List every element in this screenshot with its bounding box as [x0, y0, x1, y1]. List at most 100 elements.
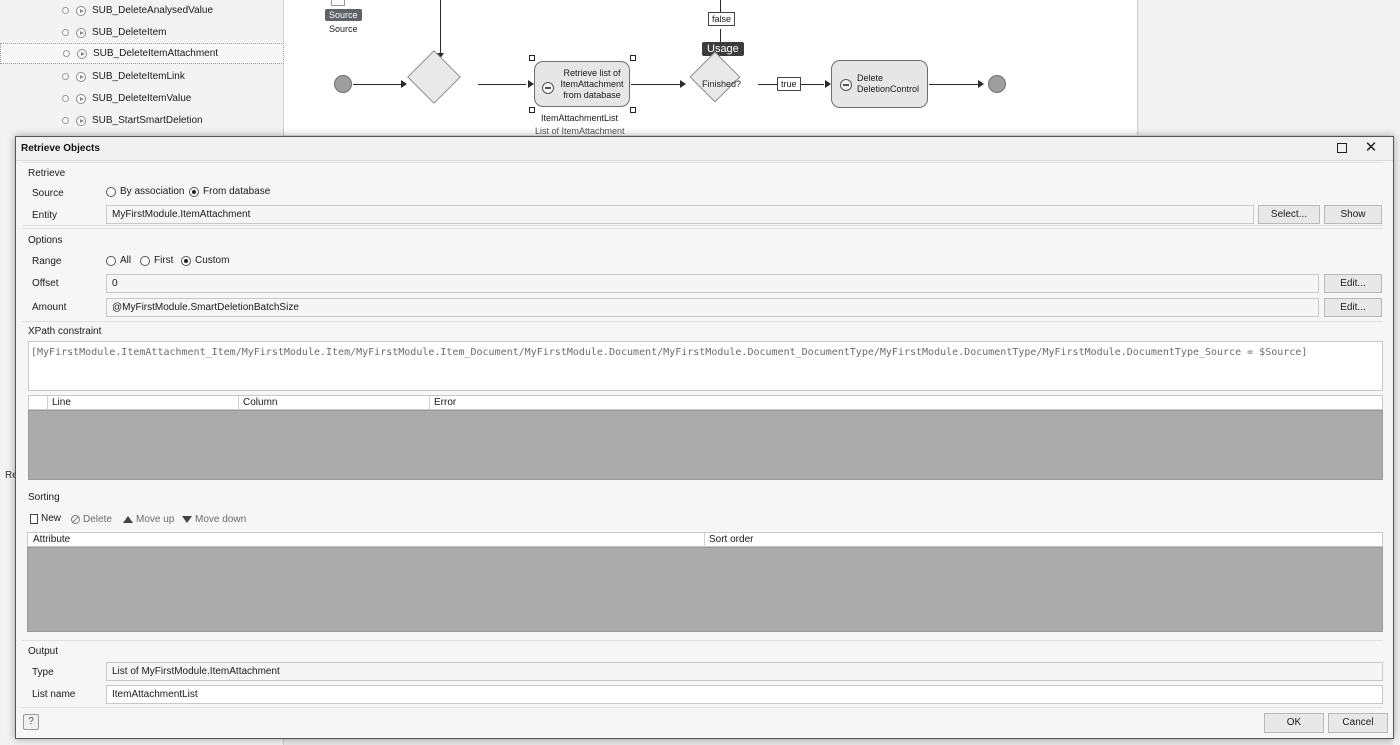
merge-gateway[interactable] — [407, 50, 461, 104]
from-database-label: From database — [203, 186, 271, 197]
tree-item-label: SUB_DeleteItemLink — [92, 71, 185, 82]
radio-icon — [106, 255, 116, 266]
properties-panel-edge — [1393, 135, 1400, 745]
options-group-title: Options — [28, 235, 63, 246]
new-document-icon — [30, 513, 38, 524]
edit-amount-button[interactable]: Edit... — [1324, 298, 1382, 317]
arrow-icon — [978, 80, 984, 88]
edit-offset-button[interactable]: Edit... — [1324, 274, 1382, 293]
xpath-constraint-editor[interactable]: [MyFirstModule.ItemAttachment_Item/MyFir… — [28, 341, 1383, 391]
amount-label: Amount — [32, 302, 67, 313]
triangle-down-icon — [182, 516, 192, 523]
retrieve-group: Retrieve Source By association From data… — [22, 162, 1383, 226]
tree-item-sub-deleteanalysedvalue[interactable]: SUB_DeleteAnalysedValue — [0, 0, 284, 21]
delete-activity[interactable]: Delete DeletionControl — [831, 60, 928, 108]
column-header-attribute[interactable]: Attribute — [33, 534, 71, 545]
radio-icon — [106, 186, 116, 197]
microflow-icon — [76, 27, 86, 38]
range-first-radio[interactable]: First — [140, 255, 173, 266]
flow-line — [478, 84, 526, 85]
range-all-radio[interactable]: All — [106, 255, 131, 266]
retrieve-group-title: Retrieve — [28, 168, 66, 179]
tree-bullet-icon — [62, 95, 69, 102]
true-label[interactable]: true — [777, 77, 801, 91]
flow-line — [720, 29, 721, 43]
triangle-up-icon — [123, 516, 133, 523]
column-header-line[interactable]: Line — [52, 397, 71, 408]
parameter-icon — [331, 0, 345, 6]
tree-bullet-icon — [63, 50, 70, 57]
tree-item-sub-deleteitem[interactable]: SUB_DeleteItem — [0, 22, 284, 43]
output-type-field: List of MyFirstModule.ItemAttachment — [106, 662, 1383, 681]
move-down-button[interactable]: Move down — [182, 514, 246, 525]
xpath-errors-list — [28, 410, 1383, 480]
select-entity-button[interactable]: Select... — [1258, 205, 1320, 224]
flow-line — [929, 84, 981, 85]
xpath-errors-header: Line Column Error — [28, 395, 1383, 410]
false-label[interactable]: false — [708, 12, 736, 26]
microflow-icon — [76, 93, 86, 104]
tree-item-sub-startsmartdeletion[interactable]: SUB_StartSmartDeletion — [0, 110, 284, 131]
sorting-group-title: Sorting — [28, 492, 60, 503]
end-event[interactable] — [988, 75, 1006, 93]
cancel-button[interactable]: Cancel — [1328, 713, 1388, 733]
radio-selected-icon — [181, 255, 191, 266]
show-entity-button[interactable]: Show — [1324, 205, 1382, 224]
sorting-header: Attribute Sort order — [27, 532, 1383, 547]
truncated-panel-label: Re — [5, 470, 18, 481]
entity-field[interactable]: MyFirstModule.ItemAttachment — [106, 205, 1254, 224]
tree-item-label: SUB_DeleteItemAttachment — [93, 48, 219, 59]
properties-panel — [1139, 0, 1400, 135]
decision-gateway[interactable] — [689, 51, 741, 103]
output-group-title: Output — [28, 646, 59, 657]
retrieve-icon — [542, 82, 554, 94]
selection-handle[interactable] — [529, 55, 535, 61]
range-all-label: All — [120, 255, 132, 266]
retrieve-activity-label: Retrieve list of ItemAttachment from dat… — [560, 68, 624, 100]
range-custom-radio[interactable]: Custom — [181, 255, 229, 266]
tree-bullet-icon — [62, 29, 69, 36]
column-header-column[interactable]: Column — [243, 397, 278, 408]
from-database-radio[interactable]: From database — [189, 186, 270, 197]
by-association-label: By association — [120, 186, 185, 197]
by-association-radio[interactable]: By association — [106, 186, 184, 197]
delete-icon — [840, 79, 852, 91]
column-header-sort-order[interactable]: Sort order — [709, 534, 754, 545]
new-sort-button[interactable]: New — [30, 513, 61, 524]
source-label: Source — [32, 188, 64, 199]
selection-handle[interactable] — [630, 107, 636, 113]
dialog-titlebar[interactable]: Retrieve Objects ✕ — [16, 137, 1393, 161]
selection-handle[interactable] — [630, 55, 636, 61]
tree-item-sub-deleteitemvalue[interactable]: SUB_DeleteItemValue — [0, 88, 284, 109]
amount-field[interactable]: @MyFirstModule.SmartDeletionBatchSize — [106, 298, 1319, 317]
arrow-icon — [825, 80, 831, 88]
list-name-field[interactable]: ItemAttachmentList — [106, 685, 1383, 704]
retrieve-caption: ItemAttachmentList — [541, 113, 619, 123]
tree-item-sub-deleteitemattachment[interactable]: SUB_DeleteItemAttachment — [0, 43, 284, 64]
tree-item-sub-deleteitemlink[interactable]: SUB_DeleteItemLink — [0, 66, 284, 87]
microflow-canvas[interactable]: Source Source false Usage Retrieve list … — [284, 0, 1138, 136]
column-header-error[interactable]: Error — [434, 397, 457, 408]
selection-handle[interactable] — [529, 107, 535, 113]
ok-button[interactable]: OK — [1264, 713, 1324, 733]
delete-sort-button[interactable]: Delete — [71, 514, 112, 525]
radio-selected-icon — [189, 186, 199, 197]
help-icon[interactable]: ? — [23, 714, 39, 730]
tree-item-label: SUB_DeleteItemValue — [92, 93, 192, 104]
source-badge: Source — [325, 9, 362, 21]
retrieve-subcaption: List of ItemAttachment — [535, 126, 625, 136]
microflow-icon — [76, 71, 86, 82]
close-icon[interactable]: ✕ — [1364, 139, 1378, 156]
offset-field[interactable]: 0 — [106, 274, 1319, 293]
tree-bullet-icon — [62, 7, 69, 14]
microflow-icon — [77, 48, 87, 59]
tree-bullet-icon — [62, 73, 69, 80]
arrow-icon — [680, 80, 686, 88]
move-up-button[interactable]: Move up — [123, 514, 174, 525]
tree-item-label: SUB_DeleteItem — [92, 27, 167, 38]
retrieve-activity[interactable]: Retrieve list of ItemAttachment from dat… — [534, 61, 630, 107]
type-label: Type — [32, 667, 54, 678]
start-event[interactable] — [334, 75, 352, 93]
tree-item-label: SUB_DeleteAnalysedValue — [92, 5, 214, 16]
maximize-icon[interactable] — [1337, 143, 1347, 153]
